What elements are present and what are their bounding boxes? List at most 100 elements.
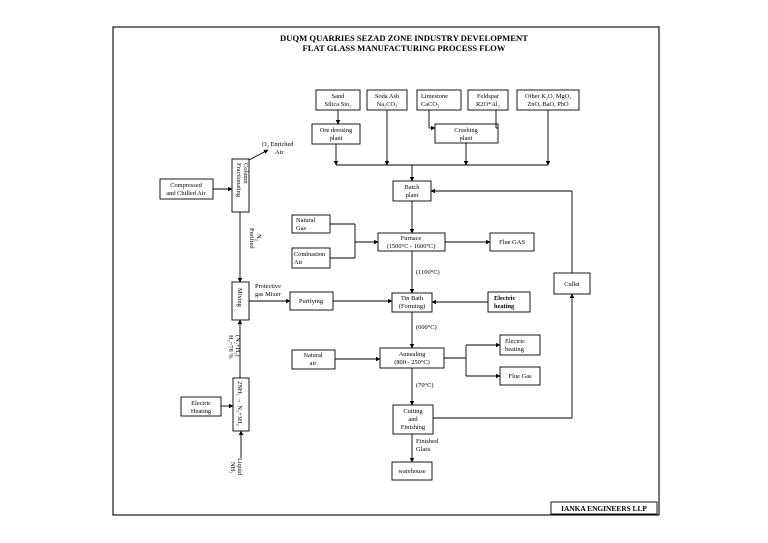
elec2-l1: Electric	[505, 338, 525, 345]
finished-l1: Finished	[416, 438, 439, 445]
tin-l1: Tin Bath	[401, 295, 424, 302]
elec3-l1: Electric	[191, 400, 211, 407]
compair-l1: Compressed	[170, 182, 202, 189]
mix-l2: H₂~78 %	[227, 335, 234, 359]
furnace-l2: (1500°C - 1600°C)	[387, 243, 436, 250]
elec1-l1: Electric	[494, 295, 515, 302]
crushing-box: Crushing plant	[434, 123, 499, 144]
annealing-side-connectors	[444, 342, 501, 379]
raw-soda-l1: Soda Ash	[375, 93, 400, 100]
purified-l2: N₂	[255, 234, 262, 241]
electric-heating-box-3: Electric Heating	[180, 396, 222, 417]
protective-l2: gas Mixer	[255, 291, 282, 298]
mixing-text: Mixing	[236, 288, 243, 308]
elec3-l2: Heating	[191, 408, 212, 415]
crush-l2: plant	[460, 135, 473, 142]
raw-other-l1: Other K₂O, MgO,	[525, 93, 571, 100]
furnace-l1: Furnace	[401, 235, 422, 242]
temp-600: (600°C)	[416, 324, 437, 331]
o2-arrow	[248, 149, 269, 161]
compair-l2: and Chilled Air	[166, 190, 206, 197]
raw-connectors	[333, 110, 551, 182]
warehouse-box: warehouse	[391, 461, 433, 481]
flue-gas-box-2: Flue Gas	[499, 366, 541, 386]
cullet-loop	[430, 188, 575, 419]
o2-l2: Air	[275, 149, 284, 156]
footer-company: IANKA ENGINEERS LLP	[561, 504, 647, 513]
comb-l2: Air	[294, 259, 303, 266]
warehouse-text: warehouse	[398, 468, 425, 475]
fuel-connectors	[330, 223, 379, 259]
ore-l1: Ore dressing	[320, 127, 353, 134]
cut-l2: and	[408, 416, 418, 423]
crack-text: 2NH₃ → N₂+3H₂	[236, 381, 243, 426]
temp-1100: (1100°C)	[416, 269, 440, 276]
frac-l1: Fractionating	[235, 163, 242, 198]
natural-gas-box: Natural Gas	[291, 214, 331, 234]
raw-sand-box: Sand Silica Sio₂	[315, 89, 361, 111]
crush-l1: Crushing	[454, 127, 478, 134]
raw-soda-l2: Na₂CO₃	[377, 101, 398, 108]
footer-box	[550, 501, 658, 515]
ore-l2: plant	[330, 135, 343, 142]
tin-bath-box: Tin Bath (Forming)	[391, 292, 433, 313]
raw-other-box: Other K₂O, MgO, ZnO, BaO, PbO	[516, 89, 580, 111]
batch-l2: plant	[406, 192, 419, 199]
fractionating-column-box: Fractionating Column	[231, 158, 250, 213]
ore-dressing-box: Ore dressing plant	[311, 123, 361, 145]
flue-gas-box-1: Flue GAS	[489, 232, 535, 252]
fluegas2-text: Flue Gas	[509, 373, 532, 380]
raw-sand-l1: Sand	[332, 93, 346, 100]
raw-lime-l2: CaCO₃	[421, 101, 439, 108]
protective-l1: Protective	[255, 283, 281, 290]
cutting-finishing-box: Cutting and Finishing	[392, 404, 434, 435]
liquid-l2: NH₃	[229, 462, 236, 473]
batch-l1: Batch	[405, 184, 421, 191]
cut-l3: Finishing	[401, 424, 426, 431]
fluegas1-text: Flue GAS	[499, 239, 525, 246]
o2-l1: O₂ Enriched	[262, 141, 294, 148]
title-line-1: DUQM QUARRIES SEZAD ZONE INDUSTRY DEVELO…	[280, 33, 528, 43]
ammonia-cracker-box: 2NH₃ → N₂+3H₂	[232, 377, 250, 432]
raw-other-l2: ZnO, BaO, PbO	[527, 101, 569, 108]
raw-soda-box: Soda Ash Na₂CO₃	[366, 89, 408, 111]
elec2-l2: heating	[505, 346, 525, 353]
furnace-box: Furnace (1500°C - 1600°C)	[377, 232, 446, 252]
electric-heating-box-2: Electric heating	[499, 334, 541, 356]
purified-l1: Purified	[248, 228, 255, 249]
raw-feld-box: Feldspar R2O*Al₂	[467, 89, 509, 111]
raw-lime-box: Limestone CaCO₃	[416, 89, 462, 111]
comb-l1: Combustion	[294, 251, 326, 258]
elec1-l2: heating	[494, 303, 515, 310]
purifying-box: Purifying	[289, 291, 334, 311]
raw-feld-l1: Feldspar	[477, 93, 500, 100]
tin-l2: (Forming)	[399, 303, 425, 310]
cut-l1: Cutting	[403, 408, 423, 415]
mixing-box: Mixing	[231, 281, 250, 321]
cullet-text: Cullet	[564, 281, 580, 288]
mix-l1: (N₂+H₂)	[234, 335, 241, 357]
cullet-box: Cullet	[553, 272, 591, 295]
frac-l2: Column	[242, 163, 249, 184]
batch-plant-box: Batch plant	[392, 180, 432, 202]
purify-text: Purifying	[299, 298, 324, 305]
liquid-l1: Liquid	[236, 458, 243, 476]
nair-l2: air	[310, 360, 318, 367]
finished-l2: Glass	[416, 446, 431, 453]
electric-heating-box-1: Electric heating	[487, 291, 531, 313]
anneal-l1: Annealing	[399, 351, 426, 358]
page-frame	[112, 26, 660, 516]
raw-sand-l2: Silica Sio₂	[325, 101, 352, 108]
title-line-2: FLAT GLASS MANUFACTURING PROCESS FLOW	[303, 43, 506, 53]
combustion-air-box: Combustion Air	[291, 247, 331, 269]
raw-lime-l1: Limestone	[421, 93, 448, 100]
raw-feld-l2: R2O*Al₂	[476, 101, 500, 108]
ngas-l1: Natural	[296, 217, 315, 224]
temp-70: (70°C)	[416, 382, 433, 389]
compressed-air-box: Compressed and Chilled Air	[159, 178, 214, 200]
ngas-l2: Gas	[296, 225, 306, 232]
natural-air-box: Natural air	[291, 349, 336, 370]
nair-l1: Natural	[303, 352, 322, 359]
anneal-l2: (800 - 250°C)	[394, 359, 430, 366]
